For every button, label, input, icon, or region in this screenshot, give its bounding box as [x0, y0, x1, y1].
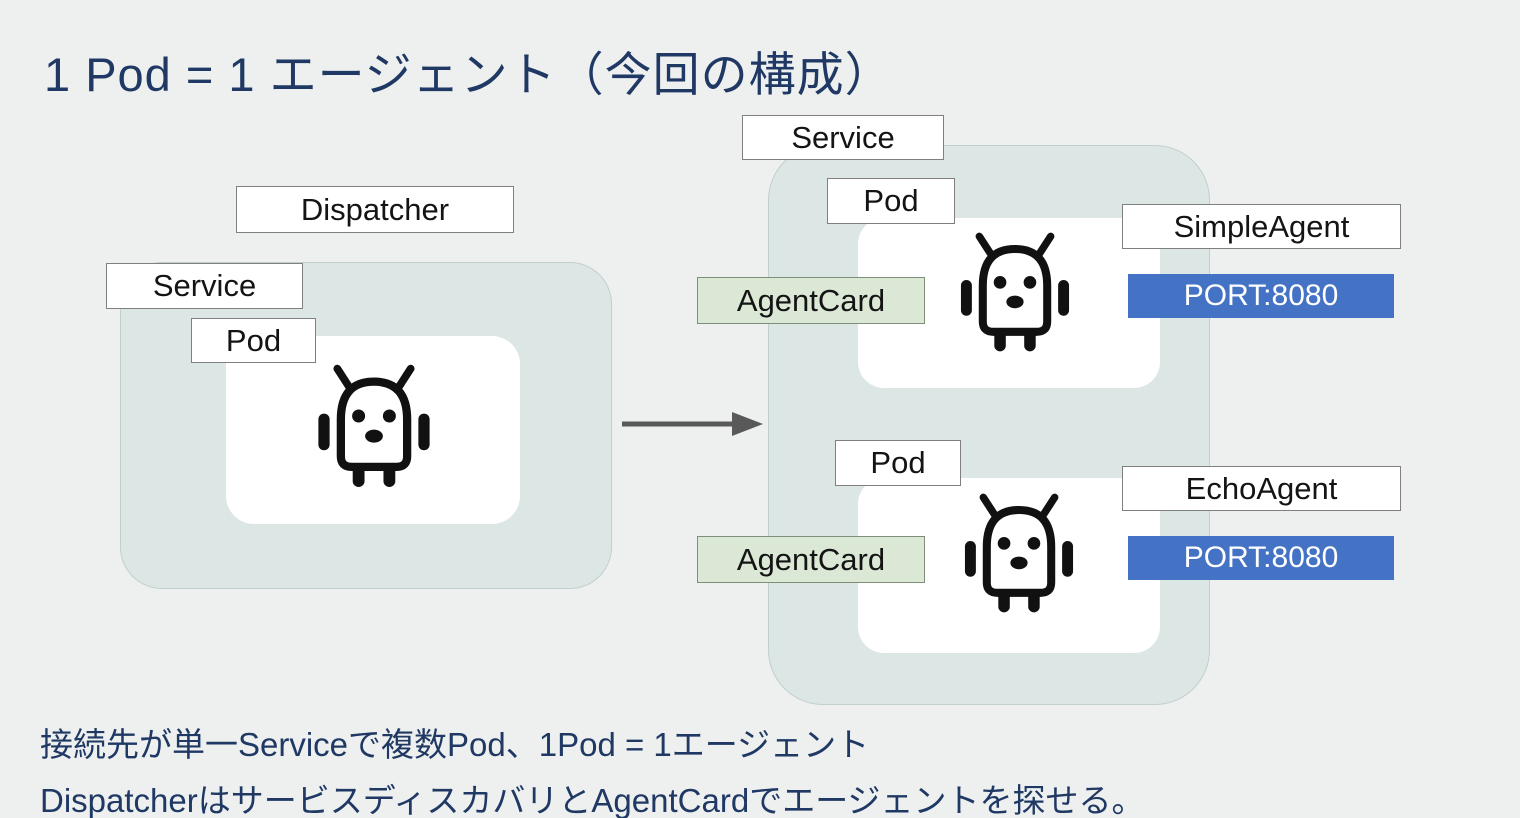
dispatcher-label: Dispatcher [236, 186, 514, 233]
port-badge: PORT:8080 [1128, 536, 1394, 580]
slide-title: 1 Pod = 1 エージェント（今回の構成） [44, 48, 893, 101]
agents-service-label: Service [742, 115, 944, 160]
pod-label: Pod [835, 440, 961, 486]
robot-agent-icon [303, 358, 445, 500]
footer-line-2: DispatcherはサービスディスカバリとAgentCardでエージェントを探… [40, 782, 1145, 818]
agent-card-label: AgentCard [697, 536, 925, 583]
robot-agent-icon [950, 487, 1088, 625]
port-badge: PORT:8080 [1128, 274, 1394, 318]
right-arrow-icon [622, 412, 763, 436]
dispatcher-service-label: Service [106, 263, 303, 309]
agent-card-label: AgentCard [697, 277, 925, 324]
pod-label: Pod [827, 178, 955, 224]
dispatcher-pod-label: Pod [191, 318, 316, 363]
agent-name-label: EchoAgent [1122, 466, 1401, 511]
footer-line-1: 接続先が単一Serviceで複数Pod、1Pod = 1エージェント [40, 726, 870, 763]
robot-agent-icon [946, 226, 1084, 364]
agent-name-label: SimpleAgent [1122, 204, 1401, 249]
